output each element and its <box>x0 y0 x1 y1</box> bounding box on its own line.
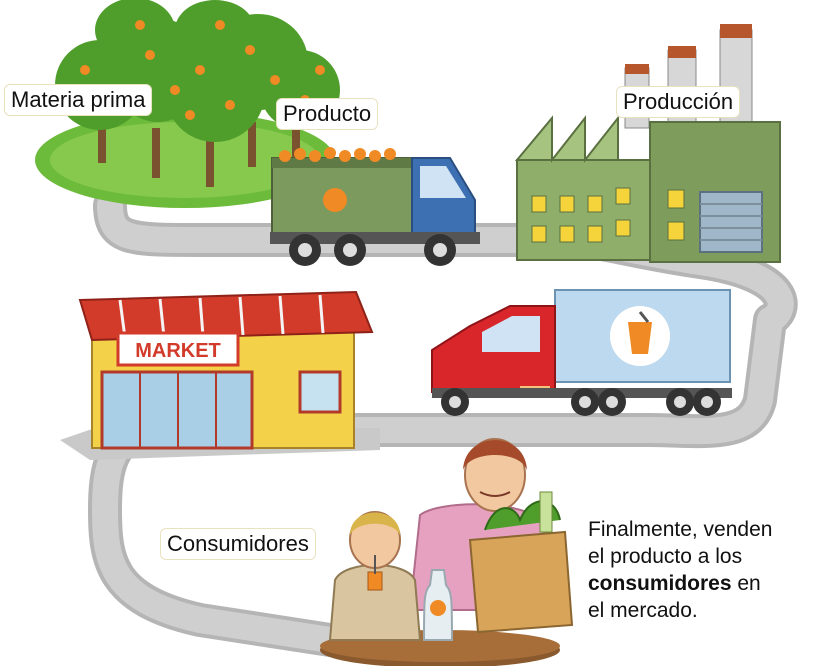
caption-bold-word: consumidores <box>588 572 732 595</box>
caption-line-2: el producto a los <box>588 545 743 568</box>
orchard-icon <box>35 0 340 208</box>
grocery-bag-icon <box>468 530 574 634</box>
label-materia-prima: Materia prima <box>4 84 153 116</box>
label-consumidores: Consumidores <box>160 528 316 560</box>
caption-after-bold: en <box>731 572 761 595</box>
market-store-icon: MARKET <box>60 290 380 460</box>
consumers-illustration <box>320 438 574 666</box>
caption-line-3: consumidores en <box>588 570 837 597</box>
caption-line-4: el mercado. <box>588 599 698 622</box>
semi-truck-icon <box>431 289 732 416</box>
factory-icon <box>514 24 781 263</box>
dump-truck-icon <box>270 147 480 266</box>
caption-line-1: Finalmente, venden <box>588 518 773 541</box>
label-producto: Producto <box>276 98 379 130</box>
caption-text: Finalmente, venden el producto a los con… <box>588 516 837 624</box>
child-figure <box>328 564 422 641</box>
label-produccion: Producción <box>616 86 741 118</box>
store-sign-text: MARKET <box>135 340 221 362</box>
